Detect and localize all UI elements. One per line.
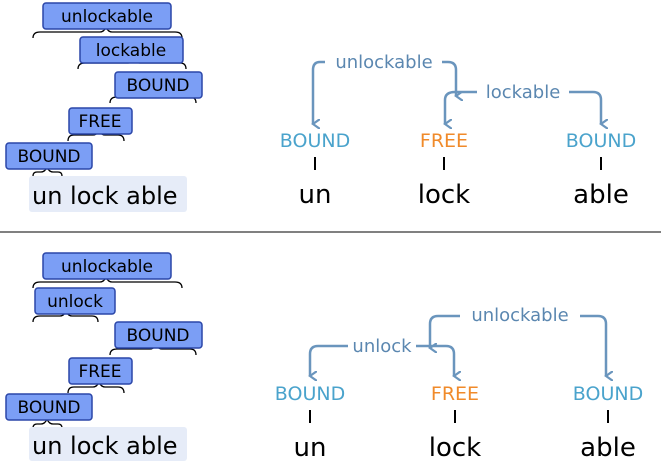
arrow-lockable bbox=[445, 90, 477, 124]
word-able: able bbox=[580, 433, 636, 463]
tree-node-box bbox=[114, 321, 203, 349]
arrow-unlock bbox=[416, 344, 454, 376]
tree-node-bound: BOUND bbox=[127, 76, 190, 96]
tag-bound: BOUND bbox=[275, 383, 345, 405]
arrow-unlockable bbox=[313, 60, 325, 124]
word-un: un bbox=[299, 180, 332, 210]
phrase-text: un lock able bbox=[32, 182, 178, 210]
arrow-unlockable bbox=[442, 60, 456, 96]
tree-node-box bbox=[68, 107, 133, 135]
arrow-unlockable bbox=[580, 314, 606, 376]
tree-node-box bbox=[42, 2, 172, 30]
tree-node-unlockable: unlockable bbox=[61, 7, 153, 27]
word-able: able bbox=[573, 180, 629, 210]
arrow-label-lockable: lockable bbox=[486, 82, 561, 103]
tree-node-free: FREE bbox=[78, 362, 121, 382]
tree-node-box bbox=[34, 287, 116, 315]
tag-bound: BOUND bbox=[573, 383, 643, 405]
arrow-lockable bbox=[569, 90, 601, 124]
bottom-panel: unlockable unlock BOUND FREE BOUND un lo… bbox=[5, 252, 643, 463]
arrow-unlock bbox=[310, 344, 348, 376]
tree-node-free: FREE bbox=[78, 112, 121, 132]
tag-bound: BOUND bbox=[566, 130, 636, 152]
tree-node-box bbox=[79, 36, 184, 64]
tree-node-box bbox=[5, 393, 93, 421]
tree-node-box bbox=[5, 142, 93, 170]
tree-node-bound: BOUND bbox=[18, 147, 81, 167]
word-lock: lock bbox=[418, 180, 470, 210]
word-lock: lock bbox=[429, 433, 481, 463]
tree-node-box bbox=[114, 71, 203, 99]
bottom-morpheme-diagram: unlockable unlock BOUND FREE BOUND un lo… bbox=[275, 305, 643, 463]
tree-node-bound: BOUND bbox=[127, 326, 190, 346]
arrow-unlockable bbox=[430, 314, 460, 348]
top-bracket-tree: unlockable lockable BOUND FREE BOUND un … bbox=[5, 2, 203, 212]
tree-node-box bbox=[42, 252, 172, 280]
word-un: un bbox=[294, 433, 327, 463]
tree-node-box bbox=[68, 357, 133, 385]
top-panel: unlockable lockable BOUND FREE BOUND un … bbox=[5, 2, 636, 212]
tag-bound: BOUND bbox=[280, 130, 350, 152]
arrow-label-unlockable: unlockable bbox=[471, 305, 568, 326]
tree-node-lockable: lockable bbox=[96, 41, 166, 61]
tree-node-bound: BOUND bbox=[18, 398, 81, 418]
tree-node-unlock: unlock bbox=[47, 292, 103, 312]
top-morpheme-diagram: unlockable lockable BOUND FREE BOUND un … bbox=[280, 52, 636, 210]
phrase-text: un lock able bbox=[32, 432, 178, 460]
tree-node-unlockable: unlockable bbox=[61, 257, 153, 277]
tag-free: FREE bbox=[420, 130, 468, 152]
bottom-bracket-tree: unlockable unlock BOUND FREE BOUND un lo… bbox=[5, 252, 203, 461]
arrow-label-unlockable: unlockable bbox=[335, 52, 432, 73]
phrase-highlight bbox=[29, 176, 187, 212]
tag-free: FREE bbox=[431, 383, 479, 405]
arrow-label-unlock: unlock bbox=[352, 336, 412, 357]
phrase-highlight bbox=[29, 427, 187, 461]
